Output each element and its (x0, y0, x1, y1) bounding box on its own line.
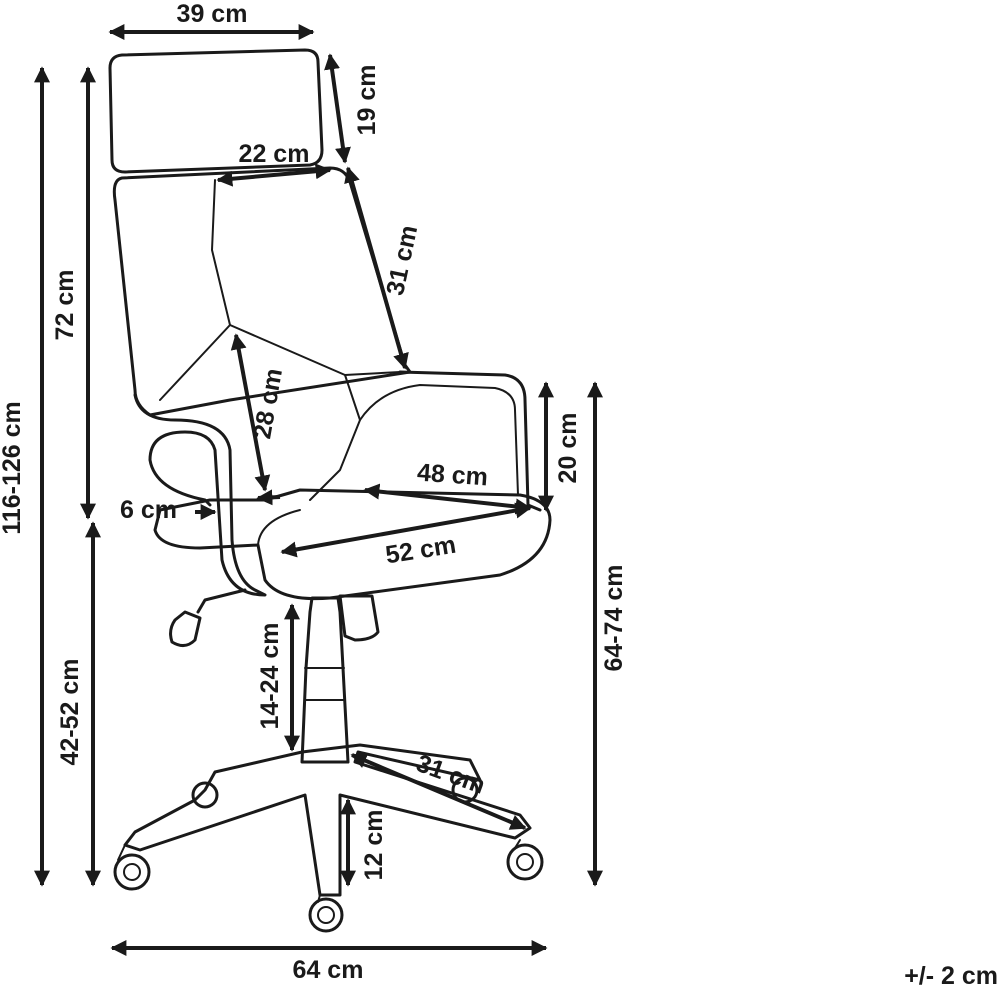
label-seat-depth: 48 cm (416, 459, 489, 492)
label-backrest-height: 72 cm (51, 270, 79, 341)
backrest-lower (309, 374, 361, 501)
backrest-panel-left (159, 179, 231, 401)
label-lumbar-height: 28 cm (248, 366, 288, 441)
mechanism-block (338, 594, 380, 642)
dimension-lines (34, 24, 603, 956)
seat (153, 488, 552, 601)
tilt-lever (196, 588, 247, 614)
lever-knob (169, 610, 202, 647)
label-headrest-height: 19 cm (353, 65, 381, 136)
label-base-height: 12 cm (360, 810, 388, 881)
armrest-left (133, 393, 267, 597)
dim-line-lumbar-height (230, 333, 271, 492)
label-arm-floor-height: 64-74 cm (600, 564, 628, 671)
label-seat-width: 52 cm (384, 531, 458, 570)
dim-line-upper-back-width (216, 163, 332, 187)
armrest-right (398, 370, 542, 512)
dim-line-upper-back-height (344, 166, 409, 370)
label-tolerance: +/- 2 cm (904, 962, 998, 990)
armrest-right-inner (359, 384, 519, 496)
label-base-width: 64 cm (293, 956, 364, 984)
dim-line-base-leg (350, 753, 527, 830)
dim-line-seat-thickness-2 (256, 489, 281, 506)
label-seat-height: 42-52 cm (56, 658, 84, 765)
label-upper-back-width: 22 cm (239, 140, 310, 168)
label-upper-back-height: 31 cm (381, 223, 423, 298)
label-seat-thickness: 6 cm (120, 496, 177, 524)
label-total-height: 116-126 cm (0, 401, 26, 534)
label-gaslift-height: 14-24 cm (256, 622, 284, 729)
label-headrest-width: 39 cm (177, 0, 248, 28)
dim-line-headrest-height (324, 53, 351, 164)
seat-edge (257, 509, 301, 546)
label-armrest-height: 20 cm (554, 413, 582, 484)
gas-lift (300, 596, 350, 764)
dim-line-seat-width (280, 502, 532, 558)
backrest-panel-right (229, 324, 401, 376)
